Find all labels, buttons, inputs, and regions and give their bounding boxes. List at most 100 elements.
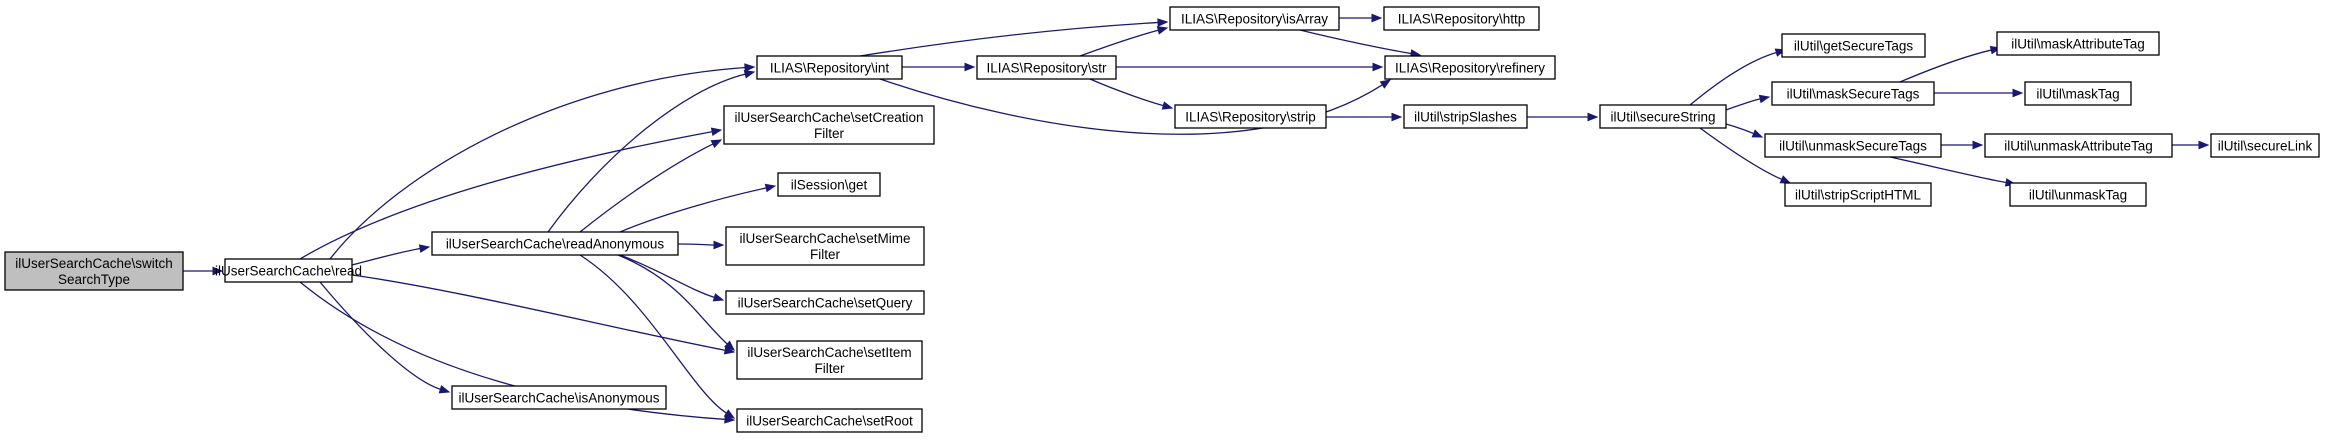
node-readAnon[interactable]: ilUserSearchCache\readAnonymous	[431, 231, 679, 256]
node-box	[736, 340, 923, 380]
edge-line	[1699, 127, 1783, 181]
node-box	[976, 55, 1117, 80]
node-strip[interactable]: ILIAS\Repository\strip	[1174, 104, 1327, 129]
edge-line	[1889, 156, 2008, 184]
arrowhead-icon	[724, 340, 736, 351]
node-label: ilUtil\unmaskAttributeTag	[2004, 139, 2153, 154]
node-http[interactable]: ILIAS\Repository\http	[1383, 6, 1540, 31]
node-label: ilUtil\maskTag	[2036, 87, 2119, 102]
node-box	[4, 251, 184, 291]
edge-str-to-refinery	[1116, 62, 1384, 72]
arrowhead-icon	[2012, 88, 2024, 98]
arrowhead-icon	[1758, 94, 1771, 104]
node-box	[431, 231, 679, 256]
arrowhead-icon	[712, 293, 725, 302]
node-getSecureTags[interactable]: ilUtil\getSecureTags	[1781, 33, 1926, 58]
node-stripScriptHTML[interactable]: ilUtil\stripScriptHTML	[1784, 182, 1932, 207]
node-label: ILIAS\Repository\int	[770, 61, 890, 76]
node-box	[451, 385, 667, 410]
node-str[interactable]: ILIAS\Repository\str	[976, 55, 1117, 80]
node-label: ilUserSearchCache\isAnonymous	[458, 391, 659, 406]
node-maskAttributeTag[interactable]: ilUtil\maskAttributeTag	[1996, 31, 2160, 56]
node-unmaskAttributeTag[interactable]: ilUtil\unmaskAttributeTag	[1984, 133, 2173, 158]
arrowhead-icon	[1587, 112, 1599, 122]
edge-unmaskSecureTags-to-unmaskAttributeTag	[1941, 140, 1984, 150]
node-unmaskSecureTags[interactable]: ilUtil\unmaskSecureTags	[1764, 133, 1942, 158]
node-refinery[interactable]: ILIAS\Repository\refinery	[1384, 55, 1556, 80]
edge-line	[859, 21, 1160, 57]
node-secureString[interactable]: ilUtil\secureString	[1599, 104, 1727, 129]
node-maskSecureTags[interactable]: ilUtil\maskSecureTags	[1771, 81, 1935, 106]
edge-maskSecureTags-to-maskTag	[1934, 88, 2024, 98]
node-isArray[interactable]: ILIAS\Repository\isArray	[1169, 6, 1340, 31]
node-isAnon[interactable]: ilUserSearchCache\isAnonymous	[451, 385, 667, 410]
edge-line	[351, 247, 422, 266]
arrowhead-icon	[1972, 140, 1984, 150]
edge-line	[351, 274, 727, 352]
edge-readAnon-to-setQuery	[619, 254, 725, 302]
node-box	[1599, 104, 1727, 129]
node-setQuery[interactable]: ilUserSearchCache\setQuery	[725, 290, 925, 315]
node-stripSlashes[interactable]: ilUtil\stripSlashes	[1403, 104, 1528, 129]
node-read[interactable]: ilUserSearchCache\read	[215, 258, 362, 283]
edge-readAnon-to-sessionGet	[619, 183, 777, 233]
node-label: SearchType	[58, 272, 130, 287]
arrowhead-icon	[1379, 79, 1392, 89]
node-box	[1764, 133, 1942, 158]
node-unmaskTag[interactable]: ilUtil\unmaskTag	[2009, 182, 2147, 207]
edge-int-to-isArray	[859, 18, 1169, 57]
node-box	[1169, 6, 1340, 31]
arrowhead-icon	[1372, 62, 1384, 72]
node-box	[2024, 81, 2132, 106]
node-secureLink[interactable]: ilUtil\secureLink	[2210, 133, 2320, 158]
node-label: Filter	[815, 361, 846, 376]
node-box	[777, 172, 881, 197]
node-label: Filter	[814, 126, 845, 141]
arrowhead-icon	[743, 70, 756, 79]
node-label: ilUserSearchCache\read	[215, 264, 362, 279]
edge-line	[1899, 49, 1993, 83]
edge-read-to-int	[329, 63, 756, 260]
node-label: ilUserSearchCache\readAnonymous	[446, 237, 665, 252]
node-box	[1996, 31, 2160, 56]
node-box	[1781, 33, 1926, 58]
arrowhead-icon	[710, 139, 723, 149]
arrowhead-icon	[764, 183, 777, 193]
arrowhead-icon	[1157, 18, 1169, 27]
node-label: ilUserSearchCache\setMime	[739, 231, 910, 246]
edge-secureString-to-maskSecureTags	[1725, 94, 1771, 111]
arrowhead-icon	[723, 345, 736, 355]
edge-line	[677, 243, 716, 246]
edge-int-to-str	[902, 62, 976, 72]
arrowhead-icon	[713, 240, 725, 250]
arrowhead-icon	[723, 409, 736, 419]
node-label: ilUtil\unmaskSecureTags	[1779, 139, 1927, 154]
arrowhead-icon	[1161, 101, 1174, 110]
edge-read-to-setRoot	[299, 281, 736, 424]
node-setRoot[interactable]: ilUserSearchCache\setRoot	[736, 408, 923, 433]
arrowhead-icon	[2198, 140, 2210, 150]
arrowhead-icon	[438, 385, 451, 394]
arrowhead-icon	[964, 62, 976, 72]
node-box	[1174, 104, 1327, 129]
edge-line	[299, 281, 727, 421]
node-label: ILIAS\Repository\http	[1398, 12, 1526, 27]
edge-read-to-setCreation	[299, 127, 723, 260]
edge-str-to-strip	[1089, 78, 1174, 110]
edge-line	[1689, 51, 1778, 106]
node-sessionGet[interactable]: ilSession\get	[777, 172, 881, 197]
node-box	[756, 55, 903, 80]
arrowhead-icon	[710, 127, 723, 137]
edge-isArray-to-http	[1339, 13, 1383, 23]
edge-line	[1299, 29, 1413, 55]
node-int[interactable]: ILIAS\Repository\int	[756, 55, 903, 80]
node-maskTag[interactable]: ilUtil\maskTag	[2024, 81, 2132, 106]
node-box	[1984, 133, 2173, 158]
node-box	[1383, 6, 1540, 31]
